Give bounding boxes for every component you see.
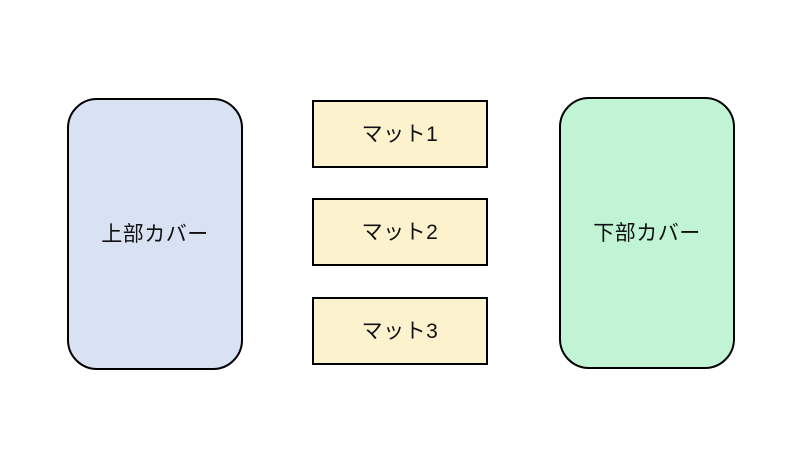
mat-3-shape: マット3 bbox=[312, 297, 488, 365]
mat-1-label: マット1 bbox=[361, 122, 439, 146]
mat-2-label: マット2 bbox=[361, 220, 439, 244]
mat-1-shape: マット1 bbox=[312, 100, 488, 168]
mat-3-label: マット3 bbox=[361, 319, 439, 343]
lower-cover-shape: 下部カバー bbox=[559, 97, 735, 369]
upper-cover-label: 上部カバー bbox=[101, 222, 209, 246]
lower-cover-label: 下部カバー bbox=[593, 221, 701, 245]
mat-2-shape: マット2 bbox=[312, 198, 488, 266]
upper-cover-shape: 上部カバー bbox=[67, 98, 243, 370]
